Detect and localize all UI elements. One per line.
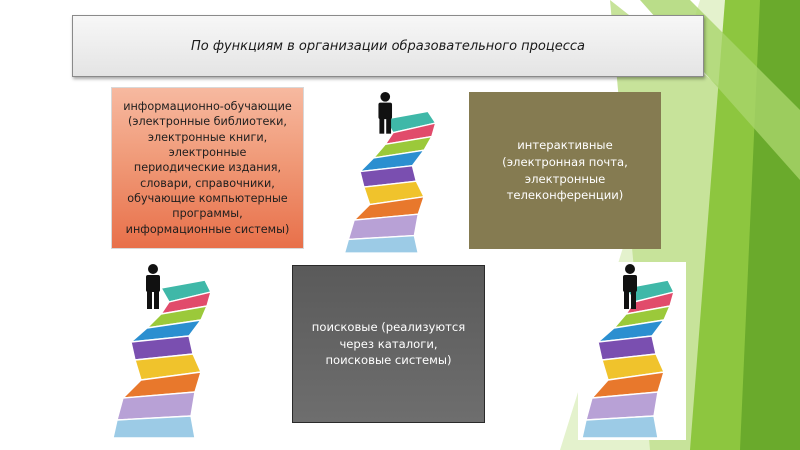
interactive-category-text: интерактивные (электронная почта, электр… — [502, 137, 628, 203]
puzzle-path-icon — [112, 264, 213, 439]
puzzle-path-illustration — [330, 90, 456, 255]
search-category-text: поисковые (реализуются через каталоги, п… — [311, 319, 466, 368]
puzzle-path-illustration — [578, 262, 686, 440]
educational-category-box: информационно-обучающие (электронные биб… — [111, 87, 304, 249]
puzzle-path-illustration — [104, 262, 230, 440]
person-icon — [146, 264, 160, 309]
person-icon — [623, 264, 637, 309]
puzzle-path-icon — [343, 91, 437, 254]
puzzle-path-icon — [581, 264, 676, 439]
title-box: По функциям в организации образовательно… — [72, 15, 704, 77]
person-icon — [378, 91, 393, 134]
educational-category-text: информационно-обучающие (электронные биб… — [123, 99, 292, 236]
search-category-box: поисковые (реализуются через каталоги, п… — [292, 265, 485, 423]
interactive-category-box: интерактивные (электронная почта, электр… — [469, 92, 661, 249]
slide-title: По функциям в организации образовательно… — [191, 38, 585, 54]
